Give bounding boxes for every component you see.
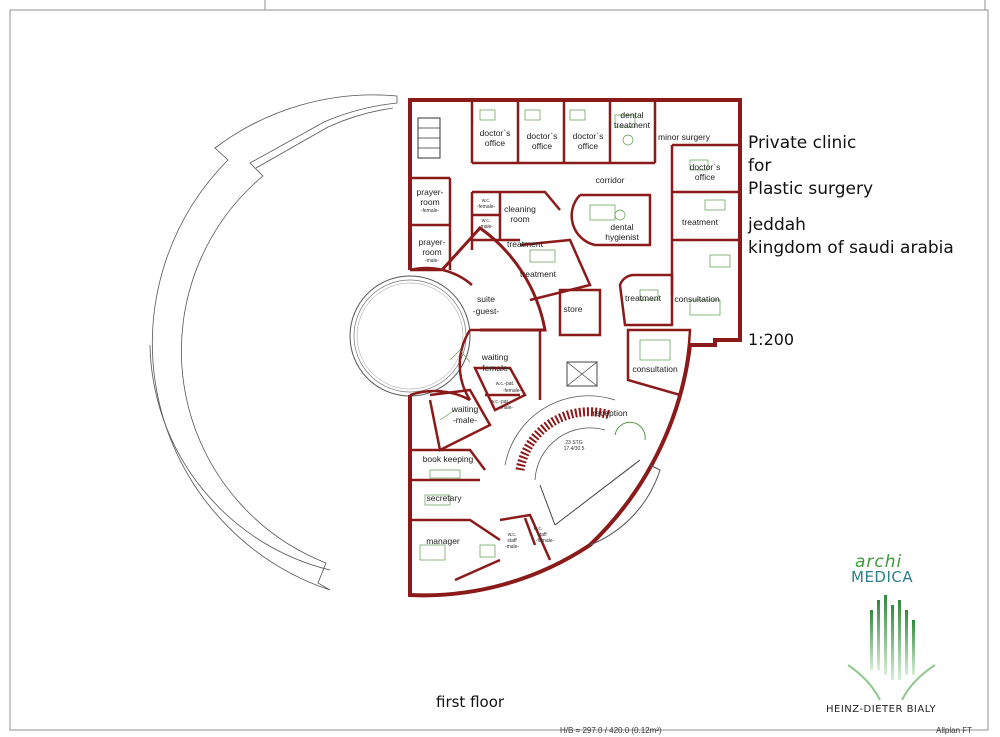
floor-label: first floor <box>436 693 505 711</box>
room-label-wc-male: w.c.-male- <box>479 218 494 230</box>
title-line-3: Plastic surgery <box>748 179 874 199</box>
project-title: Private clinic for Plastic surgery jedda… <box>748 132 954 260</box>
room-label-waiting-male: waiting-male- <box>451 404 479 425</box>
room-label-manager: manager <box>426 536 460 546</box>
logo-text-medica: MEDICA <box>851 568 914 586</box>
room-label-treatment-2: treatment <box>520 269 557 279</box>
room-label-secretary: secretary <box>427 493 463 503</box>
stair-core <box>417 117 441 159</box>
building-walls <box>408 98 742 598</box>
location-country: kingdom of saudi arabia <box>748 238 954 258</box>
room-label-wc-pat-female: w.c.-pat.-female- <box>496 381 522 394</box>
room-label-waiting-female: waiting-female- <box>479 352 510 373</box>
furniture <box>419 109 731 561</box>
room-label-consultation-1: consultation <box>674 294 720 304</box>
room-label-reception: reception <box>593 408 628 418</box>
room-label-wc-staff-male: w.c.staff-male- <box>505 532 520 550</box>
sheet-border <box>9 9 989 731</box>
title-line-1: Private clinic <box>748 133 857 153</box>
entrance-curve <box>589 464 661 546</box>
room-label-suite-guest: suite-guest- <box>473 294 500 316</box>
architect-name: HEINZ-DIETER BIALY <box>826 704 937 715</box>
room-label-minor-surgery: minor surgery <box>658 132 711 142</box>
room-label-consultation-2: consultation <box>632 364 678 374</box>
room-label-treatment-1: treatment <box>507 239 544 249</box>
room-label-wc-pat-male: w.c.-pat.-male- <box>491 399 514 411</box>
archimedica-logo-mark <box>847 595 936 701</box>
room-label-treatment-3: treatment <box>625 293 662 303</box>
title-line-2: for <box>748 156 772 176</box>
room-label-corridor: corridor <box>596 175 625 185</box>
room-label-wc-staff-female: w.c.staff-female- <box>534 526 555 544</box>
location-city: jeddah <box>748 215 806 235</box>
sheet-size-note: H/B = 297.0 / 420.0 (0.12m²) <box>560 726 662 735</box>
room-label-book-keeping: book keeping <box>423 454 474 464</box>
room-label-prayer-female: prayer-room-female- <box>417 187 444 214</box>
outer-canopy-outline <box>149 94 398 591</box>
software-note: Allplan FT <box>936 726 973 735</box>
logo-text-archi: archi <box>855 552 903 572</box>
room-label-wc-female: w.c.-female- <box>477 198 496 210</box>
drawing-scale: 1:200 <box>748 330 795 349</box>
room-label-prayer-male: prayer-room-male- <box>419 237 446 264</box>
room-label-store: store <box>564 304 583 314</box>
room-label-treatment-right: treatment <box>682 217 719 227</box>
skylight <box>566 361 598 387</box>
spiral-stair <box>504 395 646 526</box>
circular-atrium <box>349 275 471 397</box>
